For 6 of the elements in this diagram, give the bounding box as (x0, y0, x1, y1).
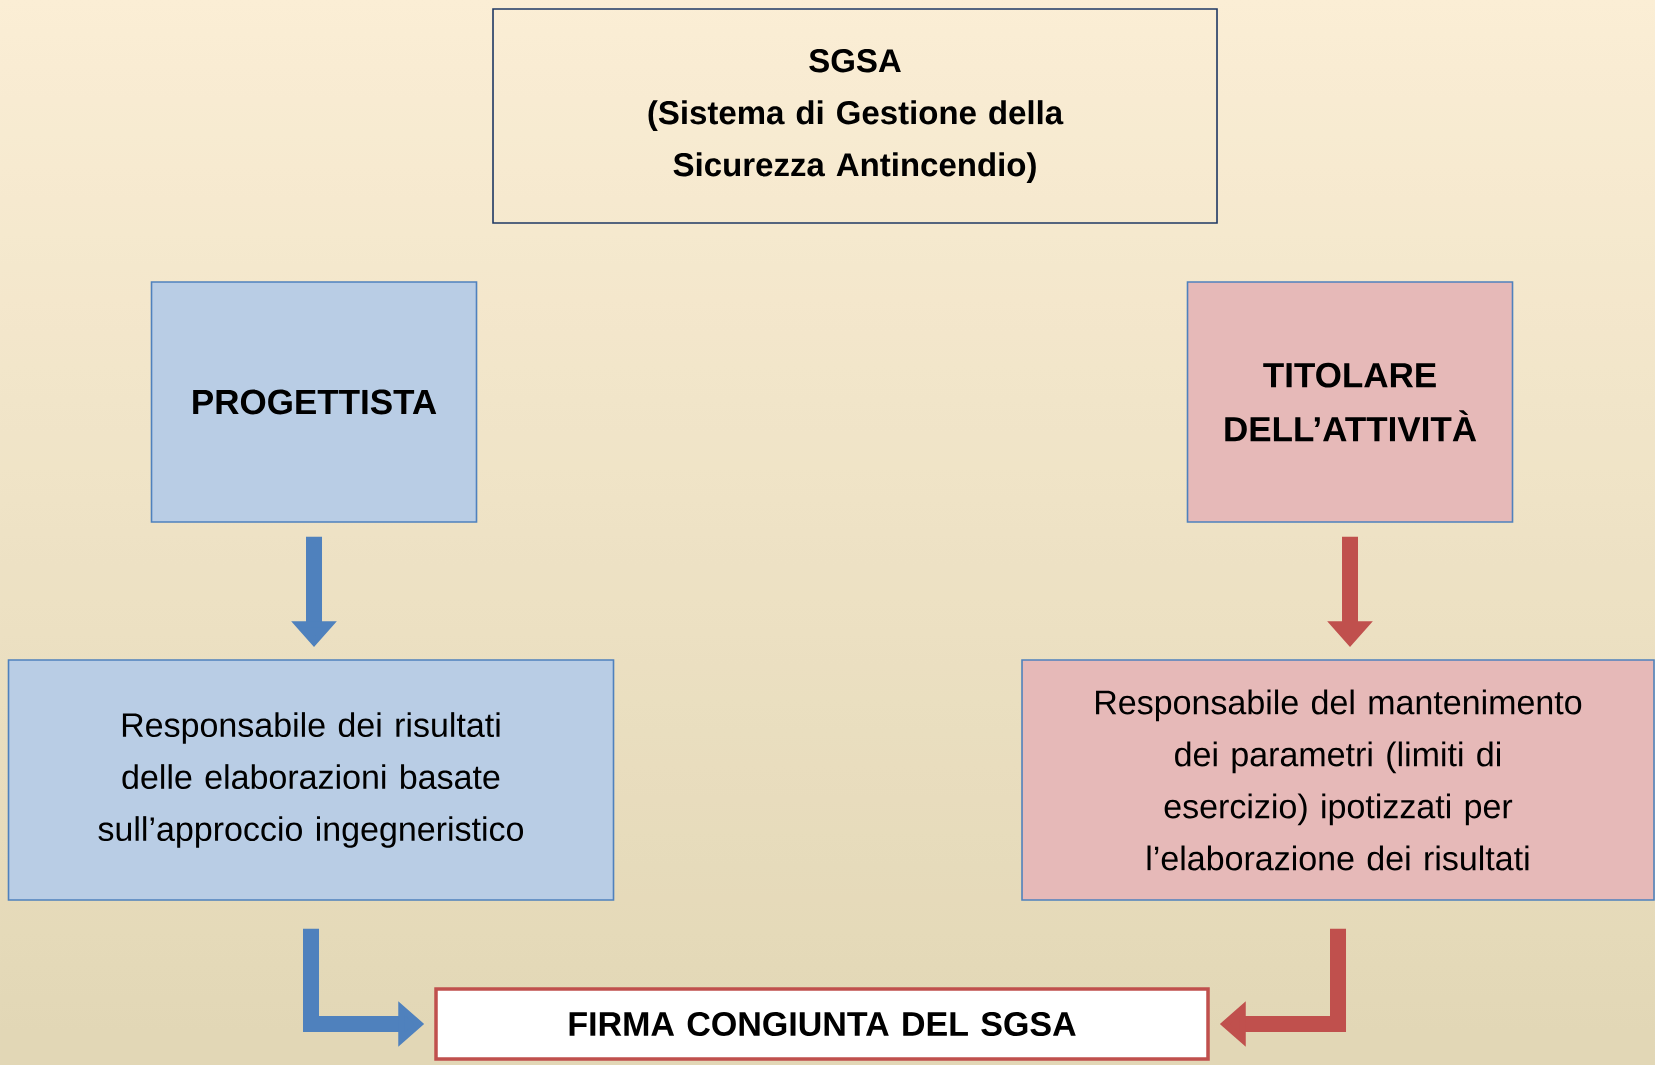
title-box: SGSA (Sistema di Gestione della Sicurezza Antincendio) (492, 8, 1218, 224)
role-box: PROGETTISTA (150, 281, 478, 523)
description-box: Responsabile dei risultati delle elaborazioni basate sull’approccio ingegneristico (7, 659, 615, 901)
description-box: Responsabile del mantenimento dei parametri (limiti di esercizio) ipotizzati per l’elaborazione dei risultati (1021, 659, 1655, 901)
signature-box: FIRMA CONGIUNTA DEL SGSA (434, 987, 1210, 1061)
role-box: TITOLARE DELL’ATTIVITÀ (1186, 281, 1514, 523)
